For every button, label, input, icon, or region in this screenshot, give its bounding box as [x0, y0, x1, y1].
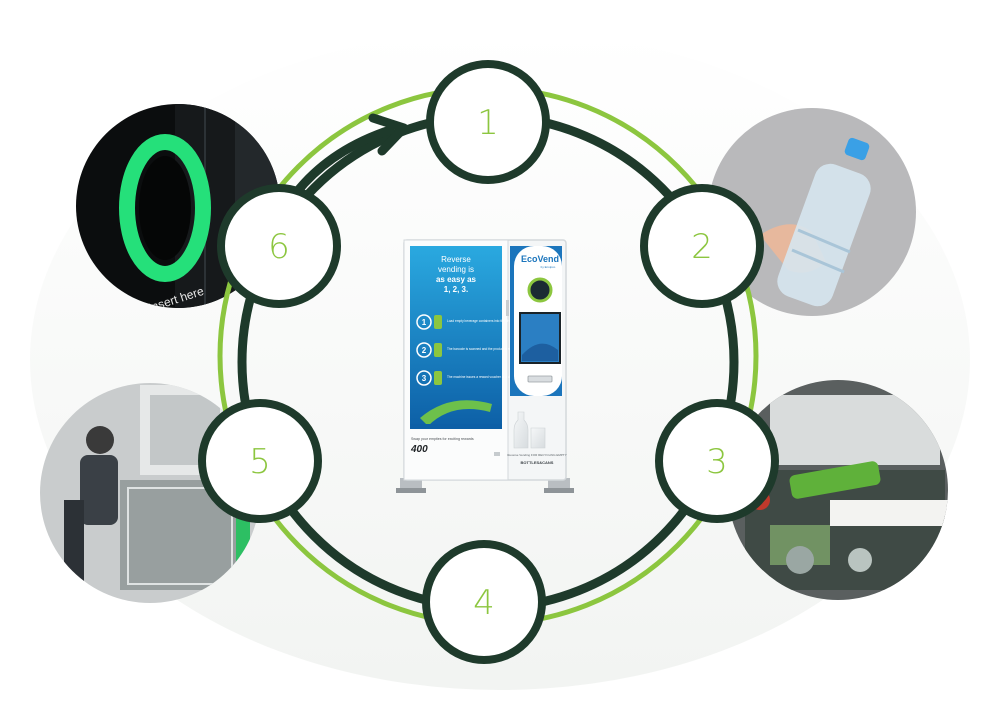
instruction-step-3: 3 The machine issues a reward voucher or…: [416, 370, 525, 386]
machine-headline-2: vending is: [438, 265, 474, 274]
photo-worker-collection-bin: [40, 383, 260, 603]
screen-swoosh-icon: [420, 400, 492, 426]
instruction-text-3: The machine issues a reward voucher or a…: [447, 375, 525, 379]
step-node-3: 3: [655, 399, 779, 523]
step-node-1: 1: [426, 60, 550, 184]
voucher-slot: [527, 375, 553, 383]
arrow-head-icon: [368, 113, 409, 156]
machine-side-brand: BOTTLES&CANS: [521, 460, 554, 465]
svg-text:2: 2: [422, 346, 427, 355]
instruction-step-2: 2 The barcode is scanned and the product…: [416, 342, 542, 358]
instruction-step-1: 1 Load empty beverage containers into th…: [416, 314, 514, 330]
step-node-2: 2: [640, 184, 764, 308]
svg-text:3: 3: [422, 374, 427, 383]
step-number-4: 4: [473, 583, 495, 623]
machine-side-caption: Reverse Vending FOR RECYCLING EMPTY: [507, 453, 567, 457]
machine-footer-caption: Swap your empties for exciting rewards: [411, 437, 474, 441]
svg-text:1: 1: [422, 318, 427, 327]
machine-headline-3: as easy as: [436, 275, 477, 284]
step-number-5: 5: [249, 442, 271, 482]
machine-headline-4: 1, 2, 3.: [444, 285, 468, 294]
step-number-2: 2: [691, 227, 713, 267]
instruction-text-2: The barcode is scanned and the product i…: [447, 347, 542, 351]
bottle-insert-hole-icon: [527, 277, 553, 303]
step-number-1: 1: [477, 103, 499, 143]
machine-headline-1: Reverse: [441, 255, 471, 264]
vending-machine: Reverse vending is as easy as 1, 2, 3. 1…: [396, 239, 574, 493]
machine-counter: 400: [410, 444, 428, 455]
cycle-arrow: [291, 125, 395, 198]
machine-brand-sub: by Envipco: [541, 265, 556, 269]
step-node-5: 5: [198, 399, 322, 523]
step-node-4: 4: [422, 540, 546, 664]
bottle-silhouette-icon: [513, 411, 529, 449]
machine-brand: EcoVend: [521, 254, 559, 264]
step-node-6: 6: [217, 184, 341, 308]
can-silhouette-icon: [530, 427, 546, 449]
step-number-3: 3: [706, 442, 728, 482]
step-number-6: 6: [268, 227, 290, 267]
instruction-text-1: Load empty beverage containers into the …: [447, 319, 514, 323]
